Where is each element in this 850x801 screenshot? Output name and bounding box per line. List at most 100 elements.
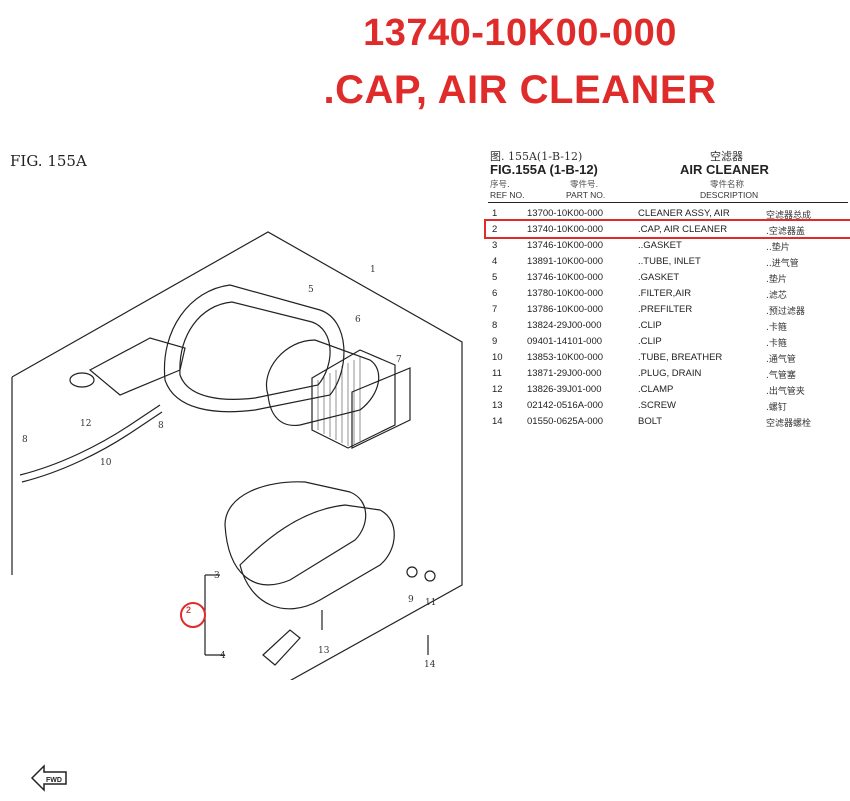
row-ref: 4 bbox=[492, 256, 498, 267]
parts-row: 11 13871-29J00-000 .PLUG, DRAIN .气管塞 bbox=[488, 366, 848, 382]
row-ref: 10 bbox=[492, 352, 503, 363]
row-ref: 14 bbox=[492, 416, 503, 427]
row-part-number: 13891-10K00-000 bbox=[527, 256, 604, 267]
section-title: AIR CLEANER bbox=[680, 162, 769, 177]
callout-5: 5 bbox=[308, 285, 314, 295]
callout-10: 10 bbox=[100, 458, 112, 468]
row-description: .GASKET bbox=[638, 272, 680, 283]
parts-row: 6 13780-10K00-000 .FILTER,AIR .滤芯 bbox=[488, 286, 848, 302]
callout-3: 3 bbox=[214, 571, 220, 581]
row-description-cn: .气管塞 bbox=[766, 371, 796, 381]
row-part-number: 13746-10K00-000 bbox=[527, 272, 604, 283]
parts-row: 5 13746-10K00-000 .GASKET .垫片 bbox=[488, 270, 848, 286]
header-cn-ref: 序号. bbox=[490, 180, 510, 190]
gasket-3 bbox=[224, 481, 367, 586]
cn-section-title: 空滤器 bbox=[710, 150, 743, 163]
parts-row: 7 13786-10K00-000 .PREFILTER .预过滤器 bbox=[488, 302, 848, 318]
row-description-cn: .螺钉 bbox=[766, 403, 787, 413]
row-description: .FILTER,AIR bbox=[638, 288, 692, 299]
row-ref: 6 bbox=[492, 288, 498, 299]
row-description-cn: .通气管 bbox=[766, 355, 796, 365]
air-filter-6 bbox=[311, 349, 396, 449]
frame-outline bbox=[11, 231, 463, 680]
fwd-arrow-icon: FWD bbox=[30, 764, 67, 792]
row-ref: 2 bbox=[492, 224, 498, 235]
row-ref: 1 bbox=[492, 208, 498, 219]
row-ref: 11 bbox=[492, 368, 502, 379]
row-description: .PLUG, DRAIN bbox=[638, 368, 702, 379]
row-part-number: 09401-14101-000 bbox=[527, 336, 603, 347]
inlet-tube-4 bbox=[262, 629, 301, 666]
row-description-cn: .空滤器盖 bbox=[766, 227, 805, 237]
part-number-headline: 13740-10K00-000 bbox=[363, 12, 677, 54]
row-description: .CLIP bbox=[638, 336, 662, 347]
row-description: BOLT bbox=[638, 416, 663, 427]
header-desc: DESCRIPTION bbox=[700, 190, 759, 200]
header-cn-desc: 零件名称 bbox=[710, 180, 745, 190]
row-ref: 7 bbox=[492, 304, 498, 315]
row-description-cn: 空滤器螺栓 bbox=[766, 419, 812, 429]
clamp-12 bbox=[69, 372, 95, 388]
parts-row: 2 13740-10K00-000 .CAP, AIR CLEANER .空滤器盖 bbox=[488, 222, 848, 238]
row-part-number: 13853-10K00-000 bbox=[527, 352, 604, 363]
callout-8b: 8 bbox=[22, 435, 28, 445]
breather-tube-10 bbox=[19, 404, 161, 476]
row-description-cn: .卡箍 bbox=[766, 323, 787, 333]
row-description-cn: .预过滤器 bbox=[766, 307, 805, 317]
row-description: .CAP, AIR CLEANER bbox=[638, 224, 728, 235]
row-part-number: 13871-29J00-000 bbox=[527, 368, 602, 379]
callout-2: 2 bbox=[186, 605, 192, 615]
row-part-number: 02142-0516A-000 bbox=[527, 400, 604, 411]
clip-9 bbox=[406, 566, 418, 578]
cn-fig-code: 图. 155A(1-B-12) bbox=[490, 150, 583, 163]
callout-11: 11 bbox=[425, 598, 436, 608]
row-description: ..TUBE, INLET bbox=[638, 256, 701, 267]
row-description-cn: .滤芯 bbox=[766, 291, 787, 301]
callout-7: 7 bbox=[396, 355, 402, 365]
callout-circle-2 bbox=[180, 602, 206, 628]
fwd-label: FWD bbox=[46, 777, 62, 784]
row-ref: 3 bbox=[492, 240, 498, 251]
row-description: CLEANER ASSY, AIR bbox=[638, 208, 730, 219]
inlet-tube bbox=[88, 337, 186, 396]
fig-code: FIG.155A (1-B-12) bbox=[490, 162, 598, 177]
row-description-cn: .垫片 bbox=[766, 275, 787, 285]
callout-13: 13 bbox=[318, 646, 330, 656]
row-ref: 12 bbox=[492, 384, 503, 395]
row-part-number: 13780-10K00-000 bbox=[527, 288, 604, 299]
row-description: .TUBE, BREATHER bbox=[638, 352, 723, 363]
row-description: .PREFILTER bbox=[638, 304, 693, 315]
header-ref: REF NO. bbox=[490, 190, 525, 200]
row-description-cn: .卡箍 bbox=[766, 339, 787, 349]
callout-8: 8 bbox=[158, 421, 164, 431]
row-part-number: 13740-10K00-000 bbox=[527, 224, 604, 235]
row-part-number: 13786-10K00-000 bbox=[527, 304, 604, 315]
row-part-number: 13746-10K00-000 bbox=[527, 240, 604, 251]
housing-back bbox=[163, 284, 345, 413]
row-description-cn: 空滤器总成 bbox=[766, 211, 812, 221]
figure-label: FIG. 155A bbox=[10, 152, 87, 170]
row-ref: 5 bbox=[492, 272, 498, 283]
callout-1: 1 bbox=[370, 265, 376, 275]
callout-6: 6 bbox=[355, 315, 361, 325]
header-divider bbox=[488, 202, 848, 203]
callout-4: 4 bbox=[220, 651, 226, 661]
callout-12: 12 bbox=[80, 419, 91, 429]
row-part-number: 13826-39J01-000 bbox=[527, 384, 602, 395]
gasket-5 bbox=[265, 339, 380, 426]
row-part-number: 01550-0625A-000 bbox=[527, 416, 604, 427]
row-description: .CLAMP bbox=[638, 384, 674, 395]
parts-row: 14 01550-0625A-000 BOLT 空滤器螺栓 bbox=[488, 414, 848, 430]
exploded-diagram: 1 5 6 7 8 8 12 10 3 4 9 11 13 14 bbox=[11, 231, 463, 680]
row-description-cn: ..垫片 bbox=[766, 243, 790, 253]
row-part-number: 13824-29J00-000 bbox=[527, 320, 602, 331]
row-description: .SCREW bbox=[638, 400, 676, 411]
header-cn-part: 零件号. bbox=[570, 180, 599, 190]
